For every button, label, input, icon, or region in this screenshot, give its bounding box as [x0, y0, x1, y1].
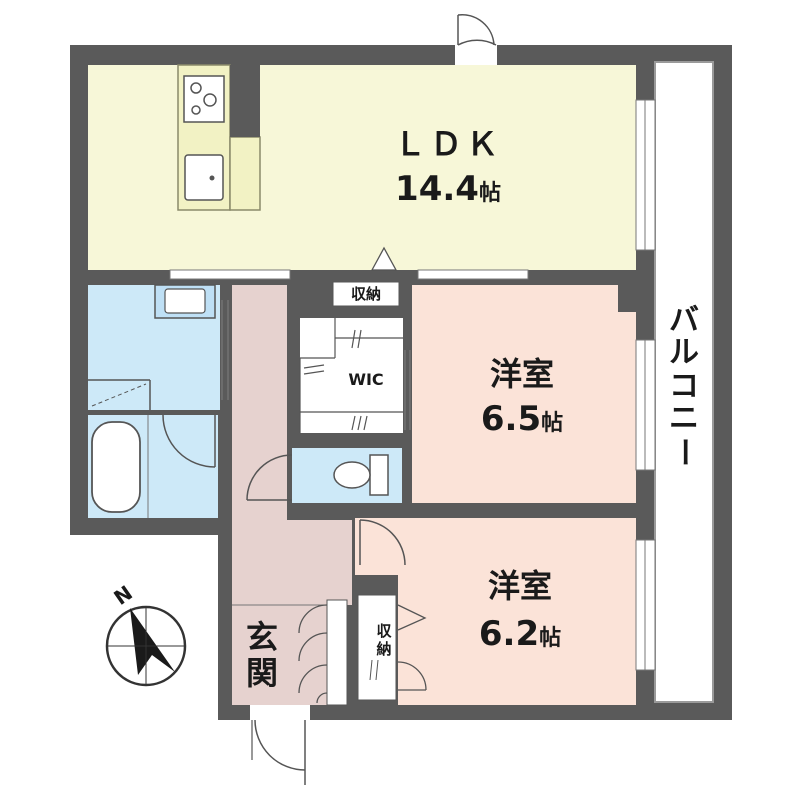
- balcony-char-2: ル: [669, 335, 699, 370]
- balcony-char-5: ー: [666, 437, 701, 467]
- storage1-label: 収納: [351, 285, 381, 303]
- storage-2-doors: [397, 604, 427, 691]
- entrance-char-2: 関: [246, 654, 278, 692]
- western2-label: 洋室: [488, 567, 552, 605]
- ldk-size: 14.4帖: [395, 169, 501, 209]
- western2-size: 6.2帖: [479, 614, 561, 654]
- wash-door-arc: [221, 300, 229, 400]
- wic-shelves: [299, 318, 403, 433]
- entrance-door: [250, 705, 310, 785]
- entrance-area: [232, 605, 327, 705]
- toilet-door-arc: [246, 454, 293, 501]
- room2-door-arc: [359, 519, 406, 566]
- entrance-char-1: 玄: [246, 618, 278, 656]
- toilet-icon: [333, 454, 389, 496]
- storage-1: [332, 281, 400, 307]
- balcony-char-3: コ: [669, 369, 699, 404]
- balcony-char-4: ニ: [669, 401, 699, 436]
- washbasin-icon: [154, 284, 216, 319]
- storage-2-hatch: [369, 659, 379, 681]
- sliding-doors-ldk: [169, 269, 529, 280]
- sink-icon: [184, 154, 224, 201]
- stove-icon: [183, 75, 225, 123]
- western1-size: 6.5帖: [481, 399, 563, 439]
- ldk-door-indicator: [370, 246, 398, 271]
- storage2-char-1: 収: [376, 622, 392, 640]
- balcony: [654, 61, 714, 703]
- storage2-char-2: 納: [376, 640, 391, 658]
- wic-label: WIC: [348, 370, 383, 389]
- western1-label: 洋室: [490, 355, 554, 393]
- wic-room: [300, 318, 403, 433]
- ldk-label: ＬＤＫ: [394, 125, 502, 163]
- storage-2: [357, 594, 397, 701]
- shoe-closet: [298, 599, 348, 706]
- western-room-2: [355, 518, 636, 705]
- washer-area: [88, 379, 151, 410]
- compass-icon: [105, 605, 187, 687]
- ldk-top-door: [455, 13, 497, 65]
- bathtub-icon: [91, 421, 141, 513]
- outside-area-sw: [0, 535, 218, 800]
- balcony-char-1: バ: [669, 303, 699, 338]
- bath-door-arc: [162, 414, 216, 468]
- ldk-room: [88, 65, 636, 270]
- western-room-1: [412, 285, 636, 503]
